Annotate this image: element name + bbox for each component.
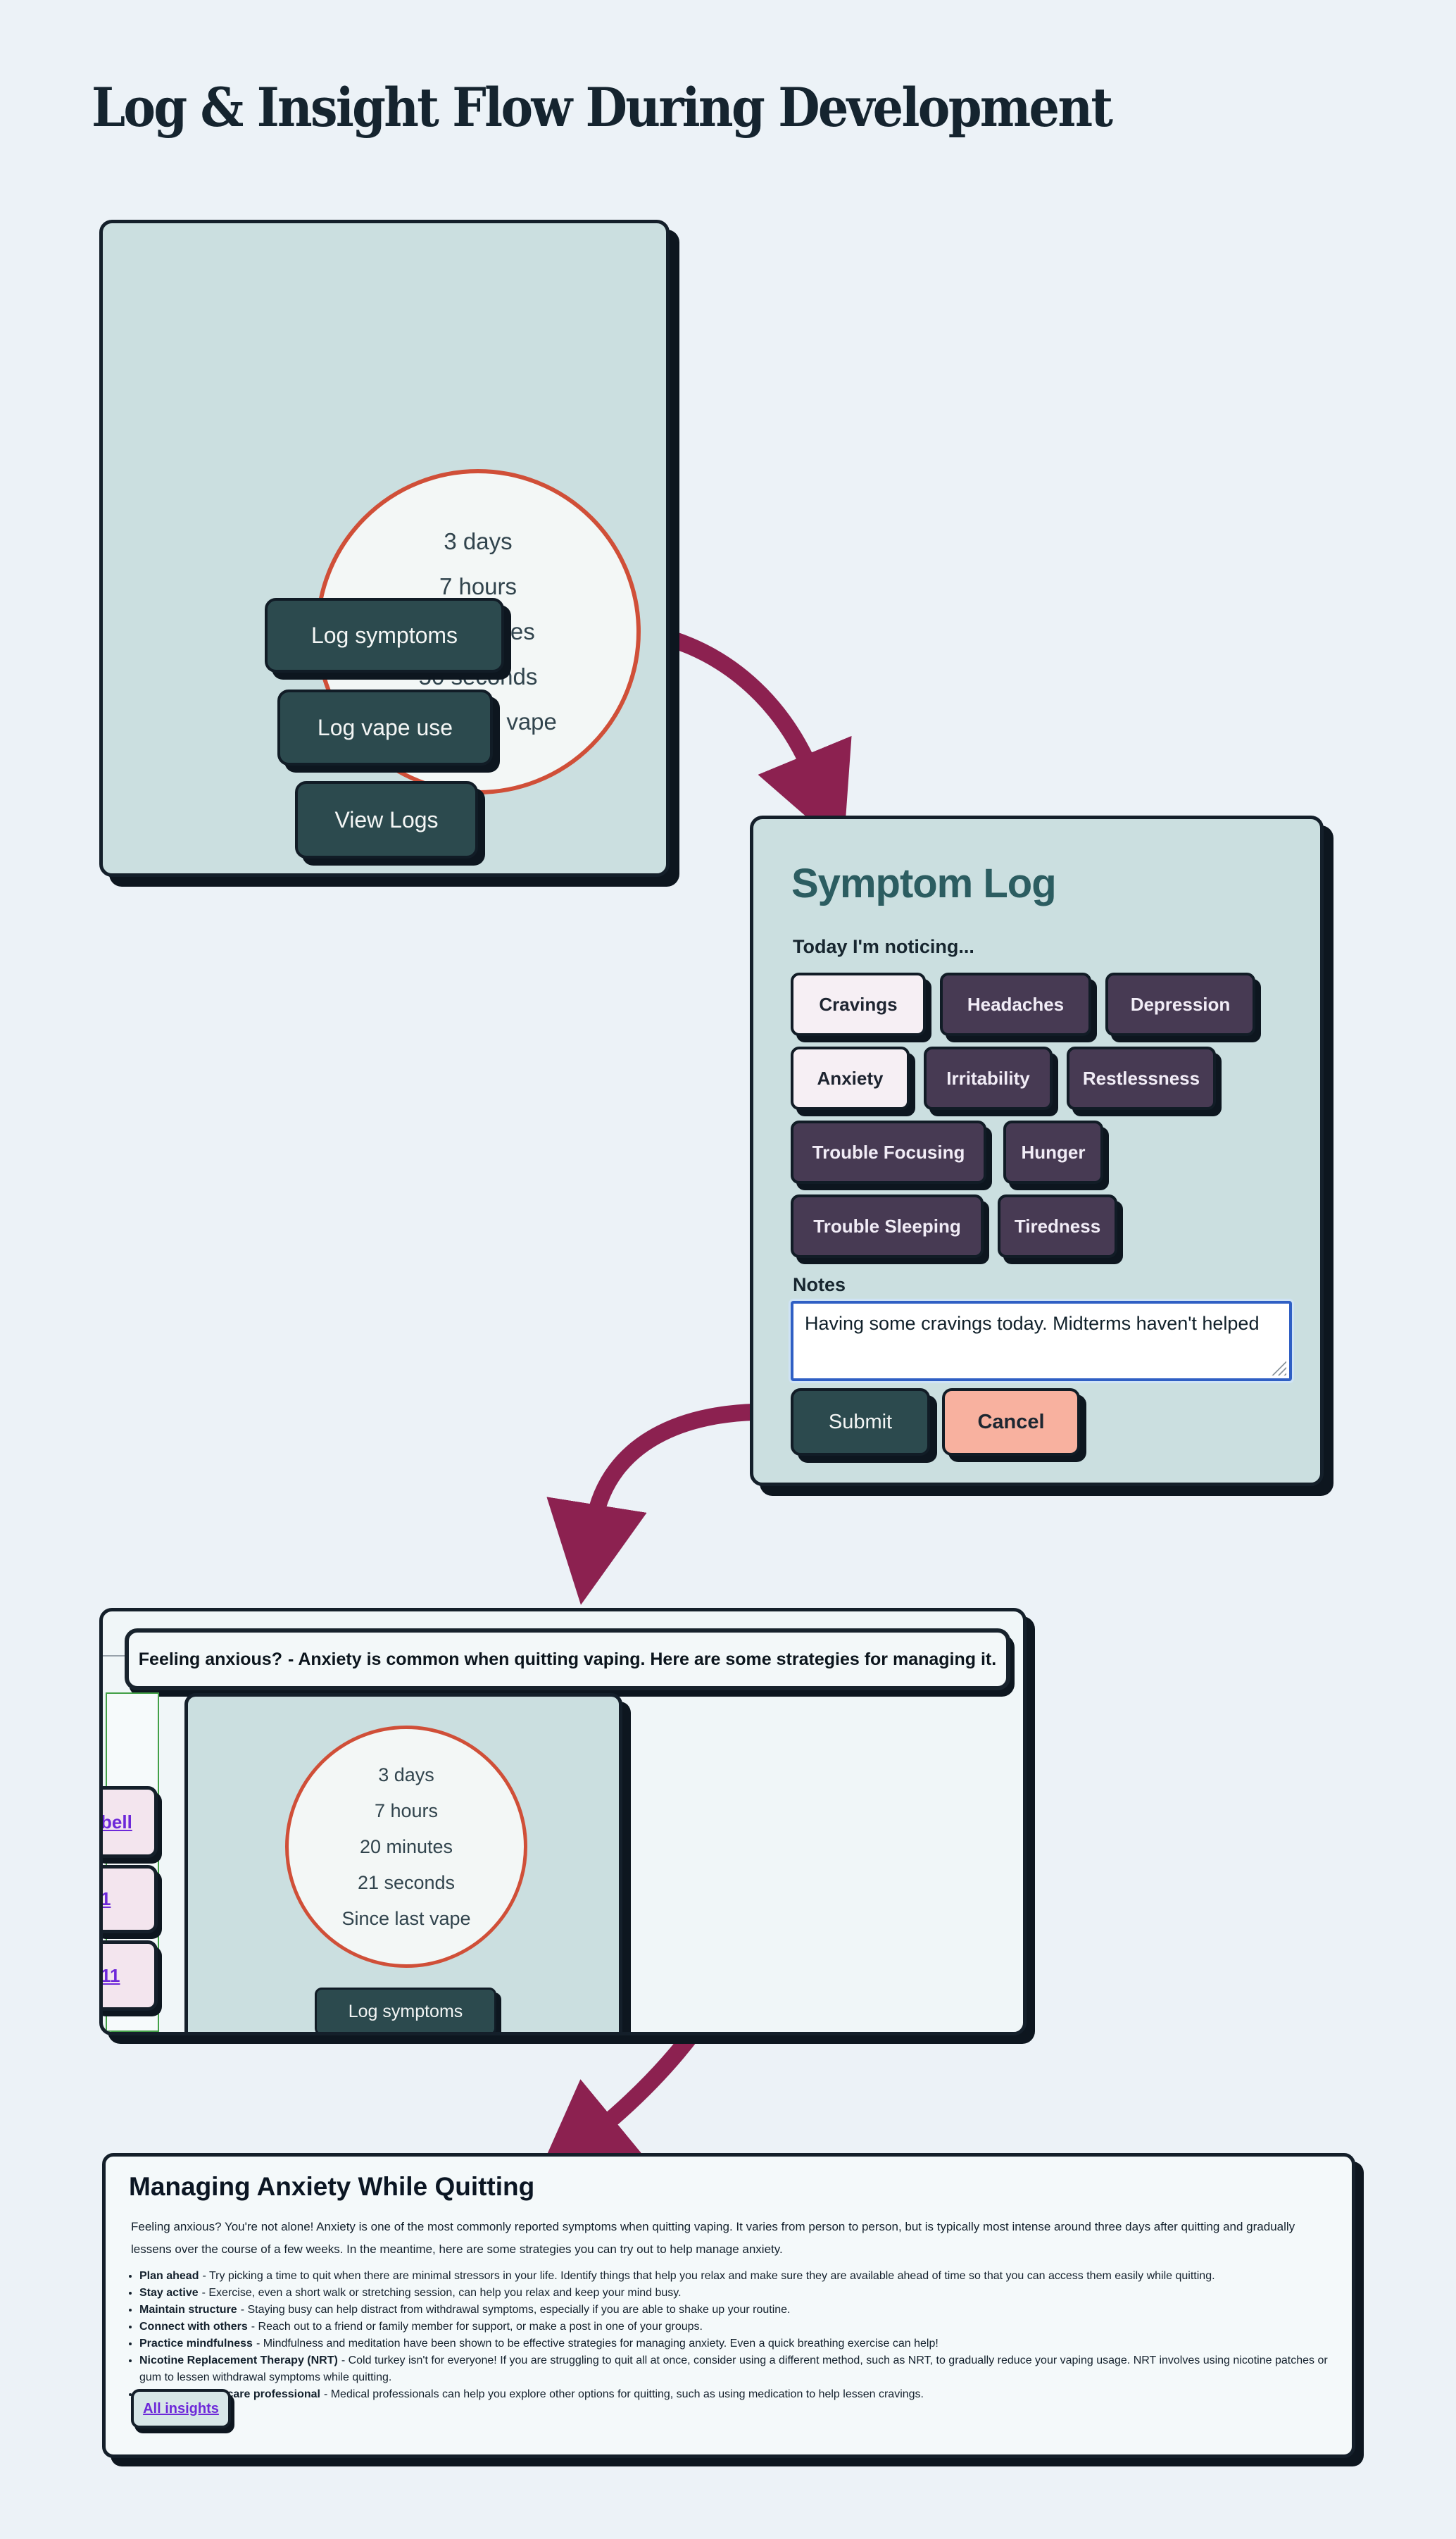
sidebar-link-3[interactable]: 11 [101, 1964, 120, 1986]
sidebar-link-button-3[interactable]: 11 [101, 1940, 158, 2011]
timer-days: 3 days [378, 1764, 434, 1785]
chip-headaches[interactable]: Headaches [940, 973, 1091, 1036]
view-logs-button[interactable]: View Logs [295, 781, 478, 859]
notes-input[interactable]: Having some cravings today. Midterms hav… [791, 1301, 1292, 1381]
sidebar-link-1[interactable]: bell [101, 1811, 132, 1833]
insight-bullet-list: Plan ahead- Try picking a time to quit w… [139, 2268, 1341, 2403]
symptom-log-title: Symptom Log [791, 861, 1057, 906]
chip-trouble-sleeping[interactable]: Trouble Sleeping [791, 1194, 984, 1258]
all-insights-link[interactable]: All insights [143, 2400, 219, 2416]
sidebar-link-button-2[interactable]: 1 [101, 1865, 158, 1933]
notification-window: Feeling anxious? - Anxiety is common whe… [99, 1608, 1027, 2035]
bullet-practice-mindfulness: Practice mindfulness- Mindfulness and me… [139, 2335, 1341, 2352]
timer-caption: Since last vape [341, 1907, 471, 1929]
bullet-maintain-structure: Maintain structure- Staying busy can hel… [139, 2302, 1341, 2319]
log-symptoms-button[interactable]: Log symptoms [265, 598, 504, 673]
insight-intro: Feeling anxious? You're not alone! Anxie… [131, 2220, 1295, 2256]
bullet-stay-active: Stay active- Exercise, even a short walk… [139, 2285, 1341, 2302]
anxiety-notification-banner[interactable]: Feeling anxious? - Anxiety is common whe… [125, 1628, 1010, 1690]
notes-field-wrap: Having some cravings today. Midterms hav… [791, 1301, 1292, 1381]
symptom-log-card: Symptom Log Today I'm noticing... Cravin… [750, 816, 1324, 1486]
bullet-connect-with-others: Connect with others- Reach out to a frie… [139, 2319, 1341, 2335]
chip-cravings[interactable]: Cravings [791, 973, 926, 1036]
bullet-consult-professional: Consult a healthcare professional- Medic… [139, 2386, 1341, 2403]
chip-depression[interactable]: Depression [1105, 973, 1255, 1036]
timer-days: 3 days [444, 528, 513, 554]
timer-hours: 7 hours [439, 573, 517, 599]
page-title: Log & Insight Flow During Development [92, 76, 1113, 139]
chip-irritability[interactable]: Irritability [924, 1047, 1053, 1110]
sidebar-link-2[interactable]: 1 [101, 1888, 111, 1909]
bullet-plan-ahead: Plan ahead- Try picking a time to quit w… [139, 2268, 1341, 2285]
log-symptoms-button-mini[interactable]: Log symptoms [315, 1988, 496, 2032]
vape-timer-ring-mini: 3 days 7 hours 20 minutes 21 seconds Sin… [285, 1726, 527, 1968]
log-vape-use-button[interactable]: Log vape use [277, 690, 493, 766]
insight-article-card: Managing Anxiety While Quitting Feeling … [102, 2153, 1355, 2458]
cancel-button[interactable]: Cancel [942, 1388, 1080, 1456]
notes-label: Notes [793, 1274, 846, 1295]
chip-trouble-focusing[interactable]: Trouble Focusing [791, 1121, 986, 1184]
sidebar-link-button-1[interactable]: bell [101, 1786, 158, 1858]
symptom-log-subtitle: Today I'm noticing... [793, 936, 974, 957]
insight-title: Managing Anxiety While Quitting [129, 2172, 535, 2201]
home-screen-mini-card: 3 days 7 hours 20 minutes 21 seconds Sin… [184, 1693, 622, 2032]
submit-button[interactable]: Submit [791, 1388, 930, 1456]
banner-body-text: - Anxiety is common when quitting vaping… [287, 1649, 997, 1669]
timer-seconds: 21 seconds [357, 1871, 456, 1893]
header-divider [103, 1655, 125, 1657]
timer-hours: 7 hours [374, 1799, 439, 1821]
all-insights-button[interactable]: All insights [131, 2389, 231, 2428]
chip-tiredness[interactable]: Tiredness [998, 1194, 1117, 1258]
home-screen-card: 3 days 7 hours 19 minutes 50 seconds Sin… [99, 220, 670, 877]
bullet-nrt: Nicotine Replacement Therapy (NRT)- Cold… [139, 2352, 1341, 2386]
chip-restlessness[interactable]: Restlessness [1067, 1047, 1216, 1110]
chip-anxiety[interactable]: Anxiety [791, 1047, 910, 1110]
chip-hunger[interactable]: Hunger [1003, 1121, 1103, 1184]
banner-lead-text: Feeling anxious? [138, 1649, 282, 1669]
timer-minutes: 20 minutes [359, 1835, 453, 1857]
